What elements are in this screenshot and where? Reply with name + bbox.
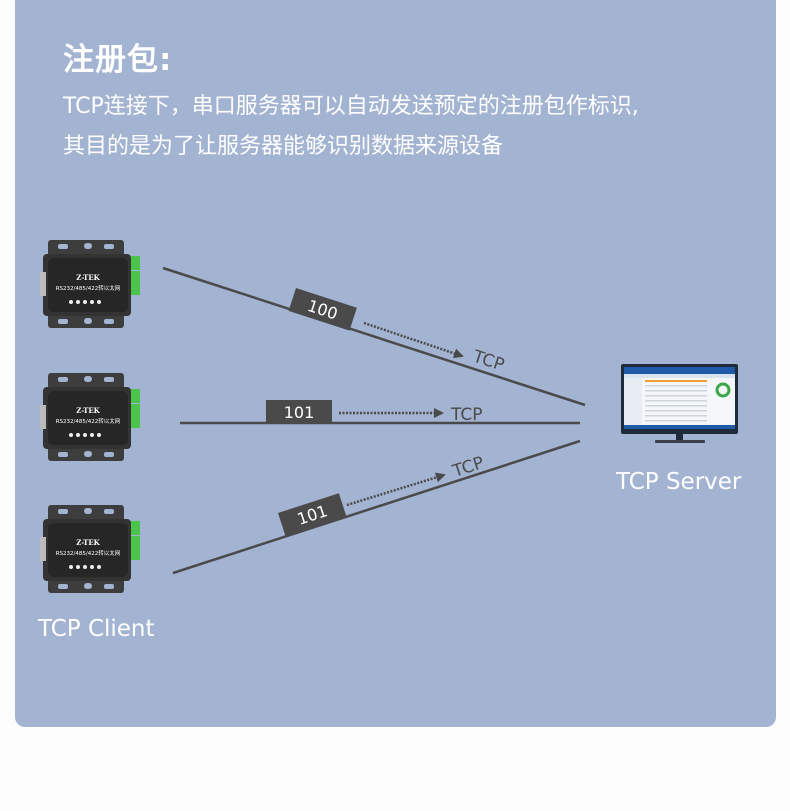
connection-1: 100 TCP (162, 266, 586, 407)
packet-3: 101 (278, 493, 347, 536)
client-device-3: Z-TEK RS232/485/422转以太网 (40, 505, 140, 593)
packet-id-label: 101 (284, 403, 315, 422)
device-brand: Z-TEK (76, 406, 100, 415)
client-device-1: Z-TEK RS232/485/422转以太网 (40, 240, 140, 328)
description-line-1: TCP连接下，串口服务器可以自动发送预定的注册包作标识, (63, 94, 639, 119)
protocol-label: TCP (470, 346, 507, 375)
device-model: RS232/485/422转以太网 (56, 417, 121, 425)
connection-line-3 (172, 439, 581, 575)
diagram-card (15, 0, 776, 727)
connection-2: 101 TCP (180, 400, 580, 425)
page-title: 注册包: (63, 42, 173, 78)
arrow-3 (346, 472, 446, 507)
packet-1: 100 (288, 288, 357, 331)
server-monitor-icon (621, 364, 738, 443)
description-line-2: 其目的是为了让服务器能够识别数据来源设备 (63, 134, 504, 159)
protocol-label: TCP (450, 405, 483, 425)
connection-line-1 (162, 266, 586, 407)
packet-id-label: 100 (305, 296, 340, 324)
arrow-1 (363, 321, 464, 359)
device-model: RS232/485/422转以太网 (56, 284, 121, 292)
connection-3: 101 TCP (172, 439, 581, 575)
device-brand: Z-TEK (76, 538, 100, 547)
packet-2 (266, 400, 332, 423)
tcp-server-label: TCP Server (616, 469, 742, 495)
device-model: RS232/485/422转以太网 (56, 549, 121, 557)
device-brand: Z-TEK (76, 273, 100, 282)
protocol-label: TCP (449, 453, 486, 482)
client-device-2: Z-TEK RS232/485/422转以太网 (40, 373, 140, 461)
tcp-client-label: TCP Client (38, 616, 155, 642)
